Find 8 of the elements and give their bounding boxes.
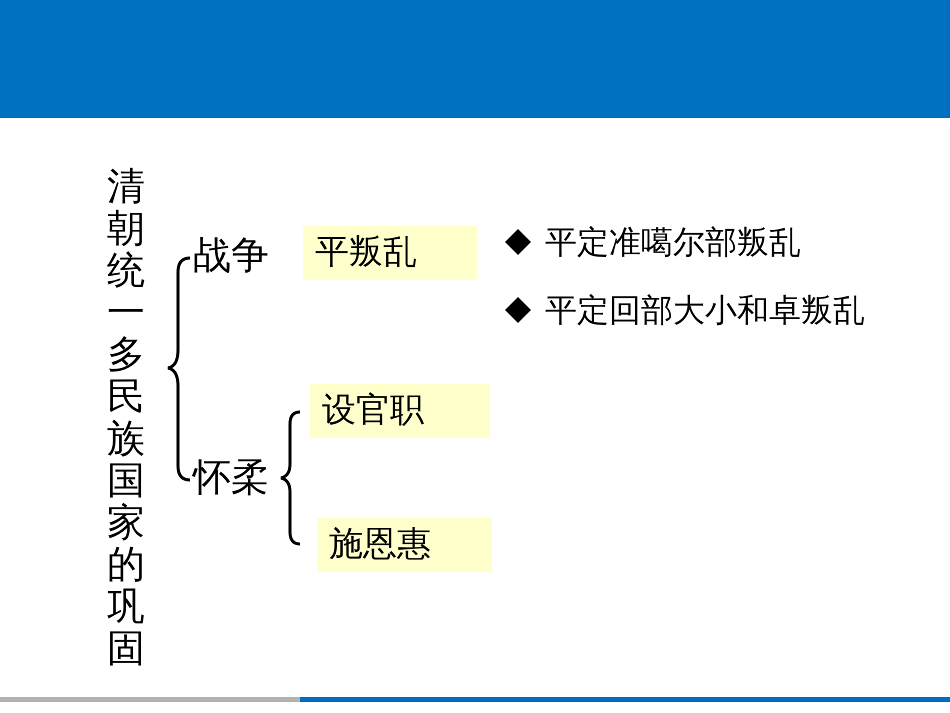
bullet-text: 平定准噶尔部叛乱 [545, 223, 801, 262]
branch-label: 战争 [193, 234, 283, 278]
highlight-box: 设官职 [310, 384, 490, 438]
branch-label: 怀柔 [193, 456, 283, 500]
highlight-box: 施恩惠 [317, 518, 492, 572]
highlight-box: 平叛乱 [303, 226, 477, 280]
bullet-text: 平定回部大小和卓叛乱 [545, 291, 865, 330]
vertical-title: 清朝统一多民族国家的巩固 [104, 166, 148, 670]
